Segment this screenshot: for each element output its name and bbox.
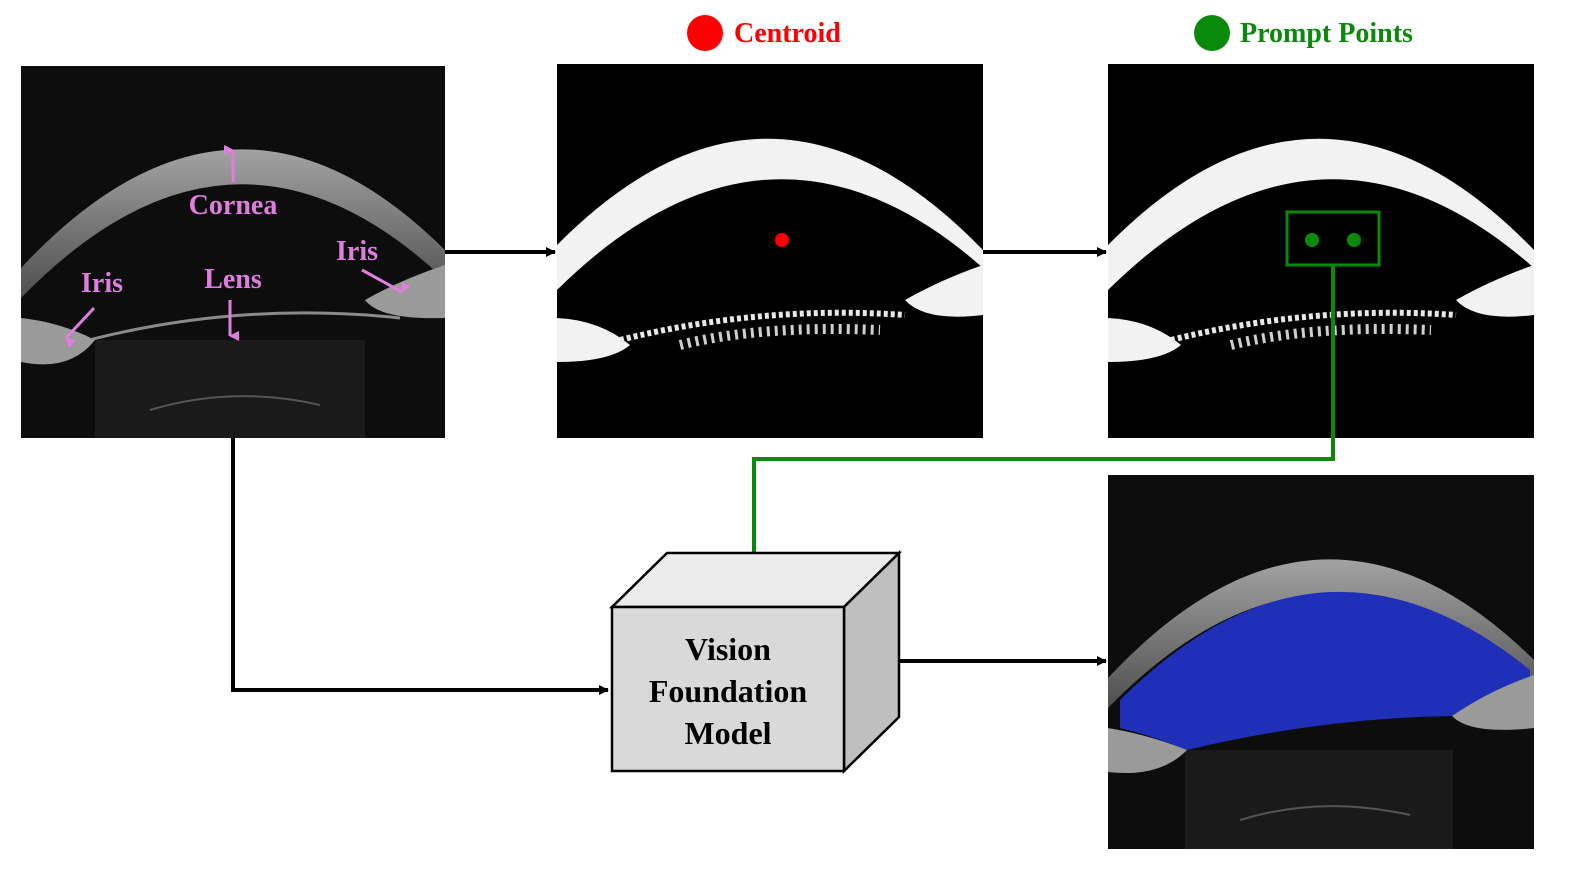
prompt-points-legend-label: Prompt Points: [1240, 18, 1413, 49]
centroid-legend-label: Centroid: [734, 18, 841, 49]
oct-input-image: [21, 66, 445, 438]
model-label-line2: Foundation: [649, 673, 807, 709]
segmentation-mask: [1120, 591, 1530, 750]
model-label-line3: Model: [684, 715, 771, 751]
iris-left-label: Iris: [81, 268, 123, 299]
centroid-point: [775, 233, 789, 247]
iris-right-label: Iris: [336, 236, 378, 267]
prompt-point-left: [1305, 233, 1319, 247]
cornea-label: Cornea: [189, 190, 278, 221]
lens-label: Lens: [204, 264, 262, 295]
arrow-input-to-model: [231, 438, 609, 695]
iris-right-arrow: [361, 268, 411, 294]
arrow-prompts-to-model: [752, 265, 1335, 581]
prompt-points-legend-dot: [1194, 15, 1230, 51]
vision-foundation-model-box: Vision Foundation Model: [608, 550, 903, 774]
iris-left-arrow: [64, 306, 96, 348]
model-label-line1: Vision: [685, 631, 771, 667]
prompt-point-right: [1347, 233, 1361, 247]
centroid-legend-dot: [687, 15, 723, 51]
binary-mask-centroid-image: [557, 64, 983, 438]
binary-mask-prompt-image: [1108, 64, 1534, 438]
segmentation-output-image: [1108, 475, 1534, 849]
